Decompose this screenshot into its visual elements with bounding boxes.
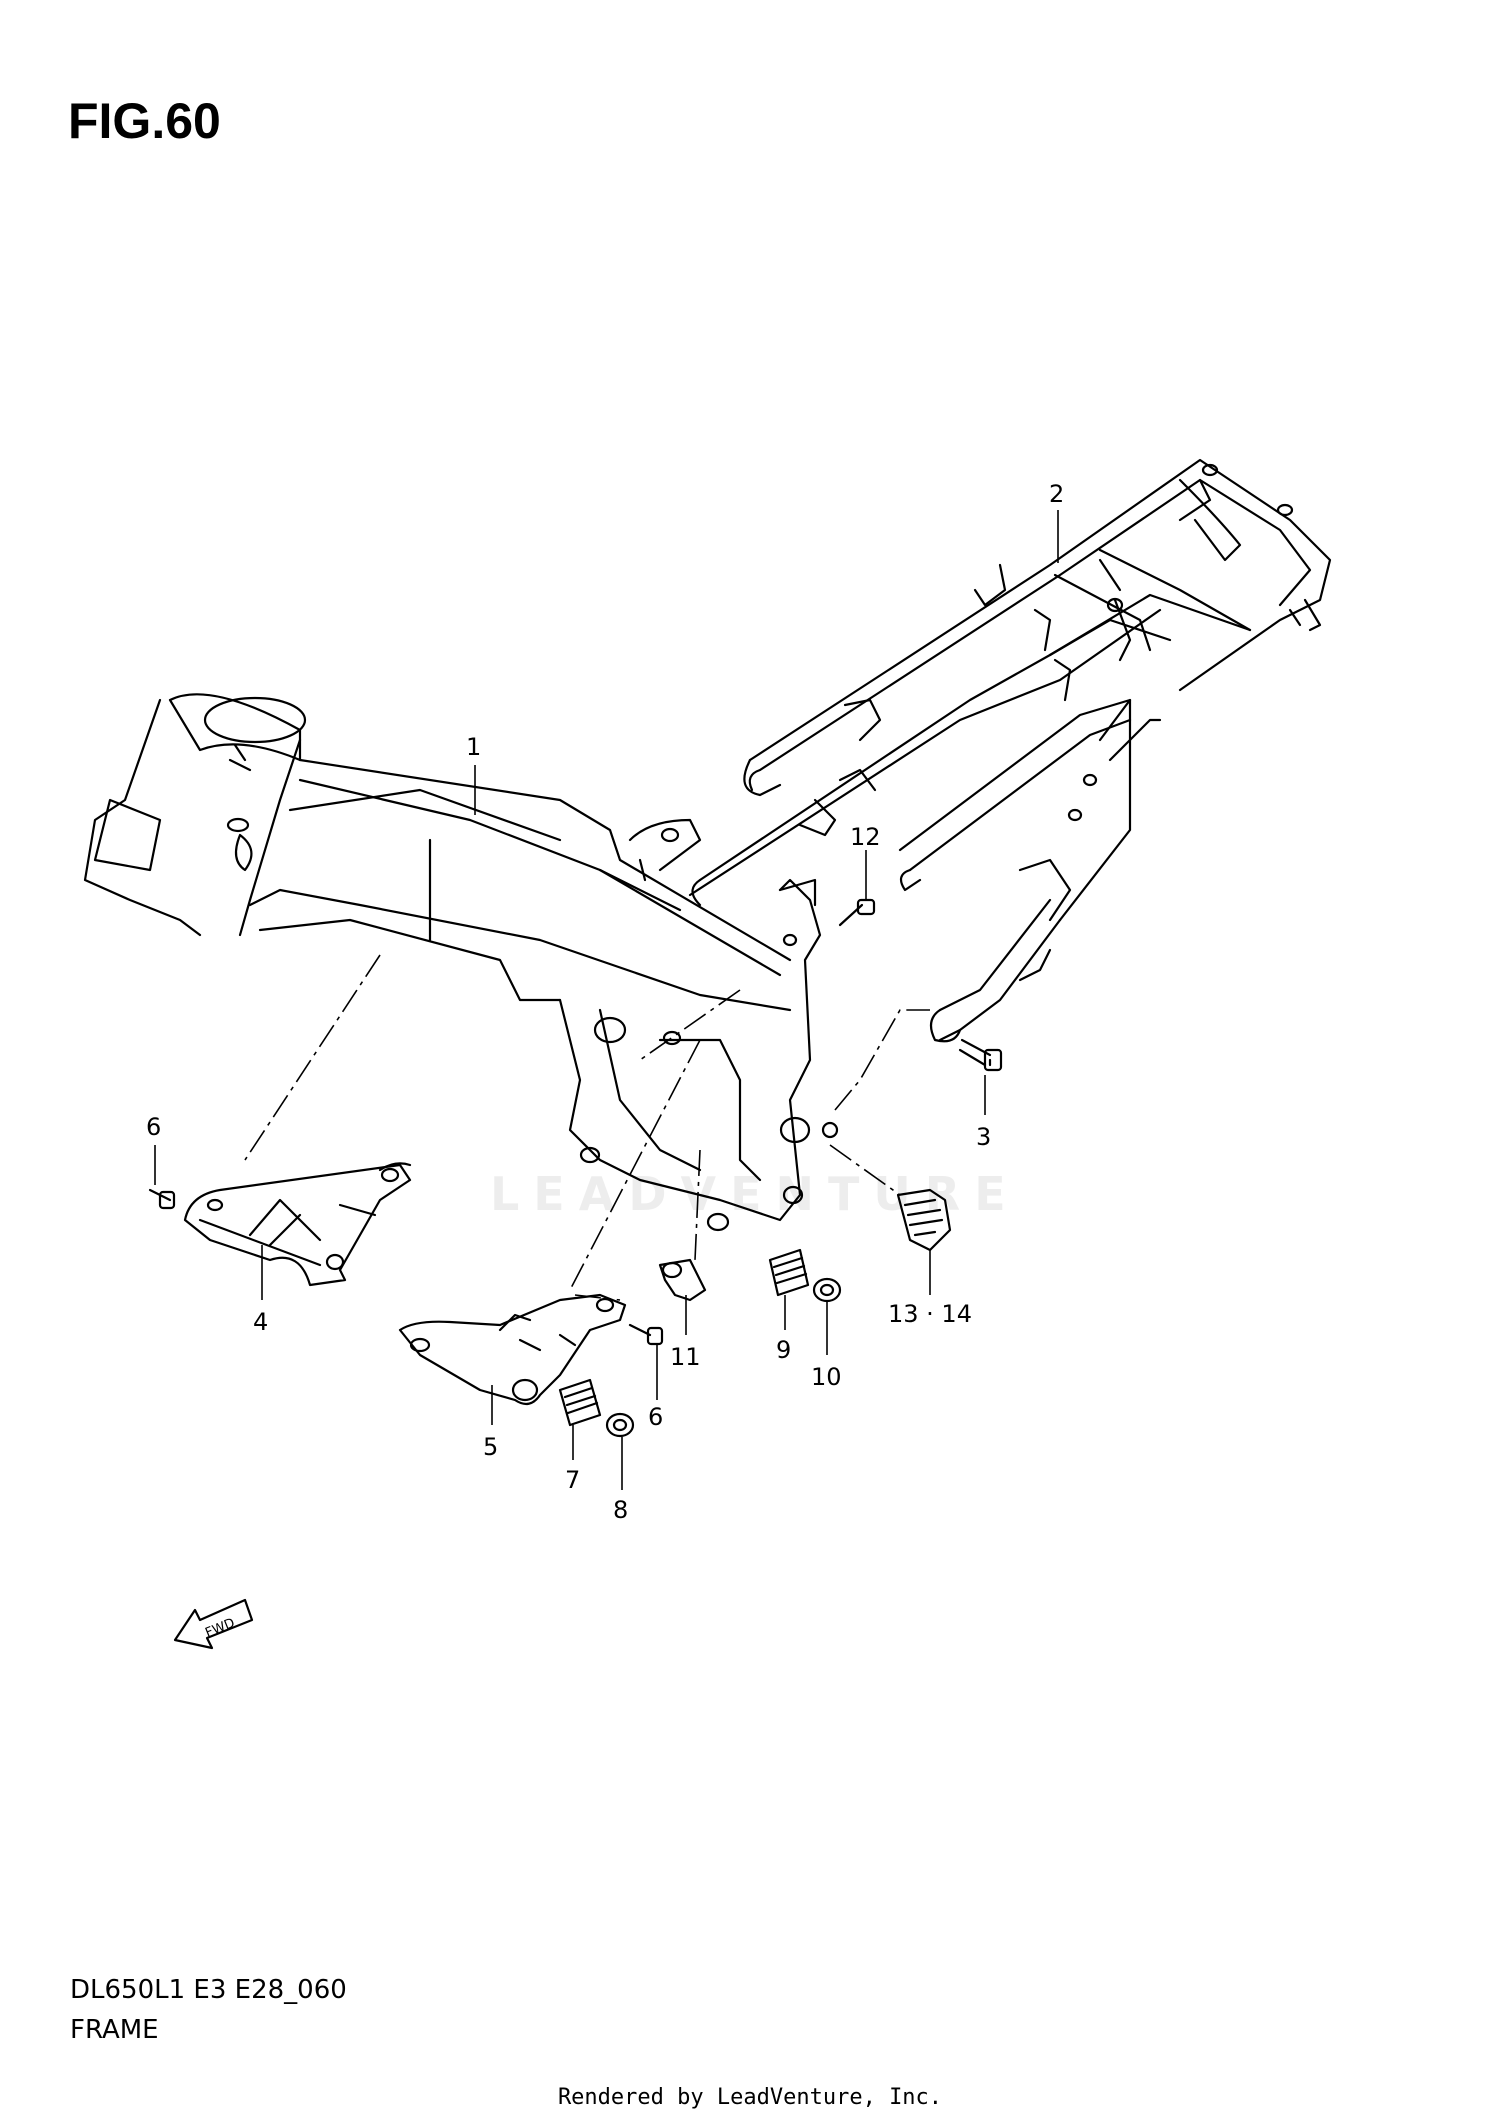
- bolt-part-6-left[interactable]: [148, 1188, 176, 1210]
- assembly-line-footrest-left: [244, 954, 381, 1161]
- callout-10: 10: [811, 1363, 842, 1391]
- assembly-line-upper: [639, 989, 741, 1061]
- left-footrest-bracket-part[interactable]: [183, 1162, 412, 1287]
- collar-part-11[interactable]: [658, 1258, 707, 1302]
- callout-1: 1: [466, 733, 481, 761]
- callout-5: 5: [483, 1433, 498, 1461]
- fwd-label: FWD: [203, 1616, 237, 1641]
- nut-part-8[interactable]: [605, 1412, 635, 1438]
- diagram-name: FRAME: [70, 2015, 159, 2045]
- assembly-line-footrest-right: [569, 1039, 701, 1291]
- nut-part-10[interactable]: [812, 1277, 842, 1303]
- assembly-line-bolt3: [834, 1009, 930, 1111]
- right-footrest-bracket-part[interactable]: [398, 1293, 627, 1406]
- callout-11: 11: [670, 1343, 701, 1371]
- pad-part-13-14[interactable]: [896, 1188, 952, 1252]
- callout-6a: 6: [146, 1113, 161, 1141]
- callout-9: 9: [776, 1336, 791, 1364]
- figure-title: FIG.60: [68, 93, 221, 149]
- assembly-line-collar: [694, 1149, 701, 1261]
- callout-3: 3: [976, 1123, 991, 1151]
- render-credit: Rendered by LeadVenture, Inc.: [557, 2085, 943, 2110]
- watermark-text: LEADVENTURE: [490, 1167, 1020, 1221]
- fwd-arrow-icon: FWD: [173, 1598, 254, 1650]
- bolt-part-12[interactable]: [838, 898, 876, 927]
- callout-6b: 6: [648, 1403, 663, 1431]
- rear-subframe-part[interactable]: [688, 458, 1332, 1043]
- rubber-part-9[interactable]: [768, 1248, 810, 1297]
- callout-2: 2: [1049, 480, 1064, 508]
- callout-12: 12: [850, 823, 881, 851]
- callout-8: 8: [613, 1496, 628, 1524]
- assembly-line-footrest-link: [574, 1294, 621, 1301]
- diagram-code: DL650L1 E3 E28_060: [70, 1975, 347, 2005]
- bolt-part-3[interactable]: [958, 1038, 1003, 1072]
- bolt-part-6-right[interactable]: [628, 1323, 664, 1346]
- footrest-rubber-part-7[interactable]: [558, 1378, 602, 1427]
- callout-4: 4: [253, 1308, 268, 1336]
- callout-7: 7: [565, 1466, 580, 1494]
- assembly-line-pad: [829, 1144, 901, 1196]
- main-frame-part[interactable]: [83, 693, 839, 1232]
- callout-13-14: 13 · 14: [888, 1300, 972, 1328]
